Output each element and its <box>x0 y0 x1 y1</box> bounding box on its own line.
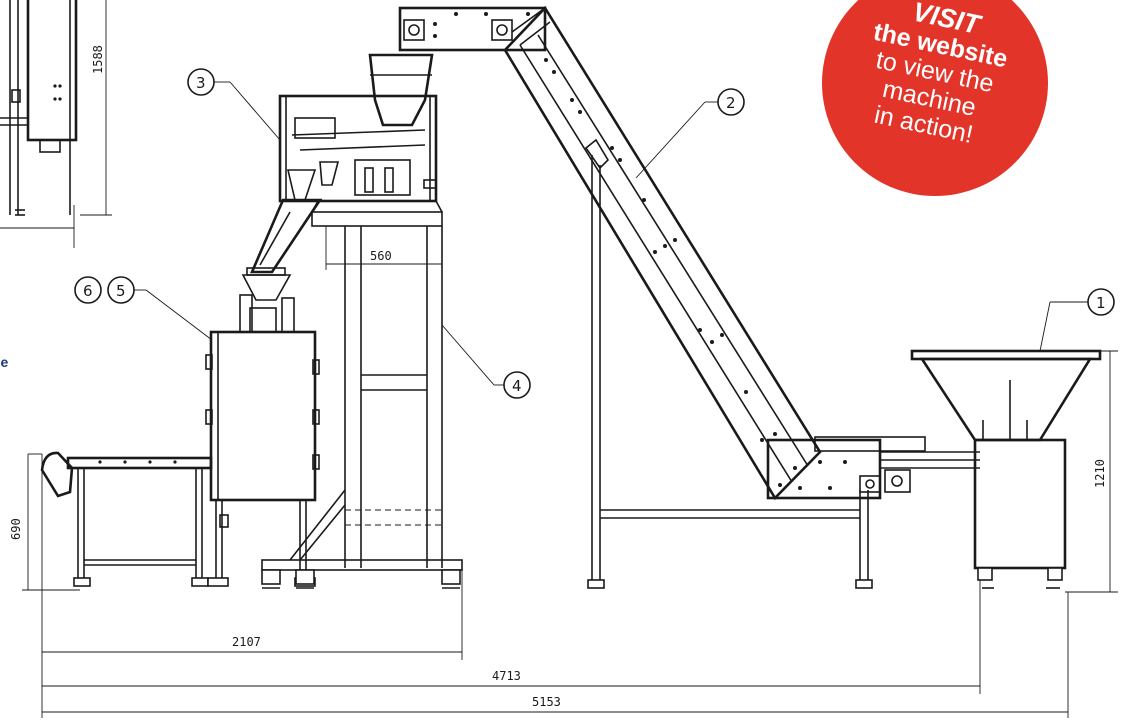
visit-website-badge[interactable]: VISIT the website to view the machine in… <box>822 0 1048 196</box>
incline-elevator <box>398 5 980 589</box>
callout-4 <box>441 324 531 399</box>
clipped-side-text: ne <box>0 354 9 370</box>
callout-5-label: 5 <box>116 282 126 300</box>
callout-4-label: 4 <box>512 377 522 395</box>
dimension-560 <box>325 226 443 270</box>
callout-1 <box>1039 288 1115 352</box>
dim-4713: 4713 <box>492 669 521 683</box>
feed-hopper <box>910 349 1102 589</box>
dimension-lines <box>22 350 1118 718</box>
callout-6-5 <box>74 276 213 341</box>
dim-2107: 2107 <box>232 635 261 649</box>
callout-3 <box>187 68 281 141</box>
dim-1588: 1588 <box>91 45 105 74</box>
bagging-machine <box>205 267 320 587</box>
callout-6-label: 6 <box>83 282 93 300</box>
dim-1210: 1210 <box>1093 459 1107 488</box>
outfeed-conveyor <box>40 451 213 587</box>
callout-3-label: 3 <box>196 74 206 92</box>
visit-badge-text: VISIT the website to view the machine in… <box>822 0 1048 161</box>
weigher-frame <box>250 53 463 589</box>
side-view-detail <box>0 0 112 248</box>
dim-690: 690 <box>9 518 23 540</box>
callout-2 <box>635 88 745 179</box>
dim-5153: 5153 <box>532 695 561 709</box>
callout-2-label: 2 <box>726 94 736 112</box>
callout-1-label: 1 <box>1096 294 1106 312</box>
dim-560: 560 <box>370 249 392 263</box>
